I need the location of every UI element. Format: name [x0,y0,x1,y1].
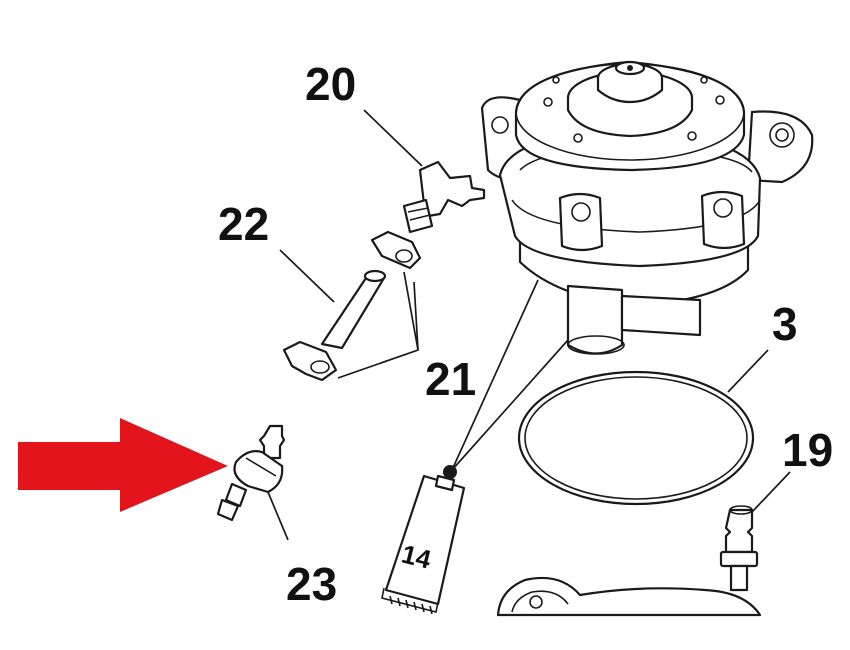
pump-housing [480,60,814,355]
highlight-arrow [18,418,228,512]
gasket [496,576,762,617]
callout-3: 3 [772,298,798,350]
callout-22: 22 [218,198,269,250]
o-ring [517,370,755,506]
callout-23: 23 [286,558,337,610]
callout-19: 19 [782,424,833,476]
hose-tube [320,269,387,350]
elbow-fitting-20 [402,160,486,234]
callout-20: 20 [305,58,356,110]
callout-21: 21 [425,353,476,405]
hose-clamp-upper [370,230,422,270]
leader-lines [267,109,791,541]
fitting-19 [719,505,759,592]
sealant-tube-14 [381,465,466,615]
inline-fitting-23 [216,424,286,522]
hose-clamp-lower [282,340,338,382]
